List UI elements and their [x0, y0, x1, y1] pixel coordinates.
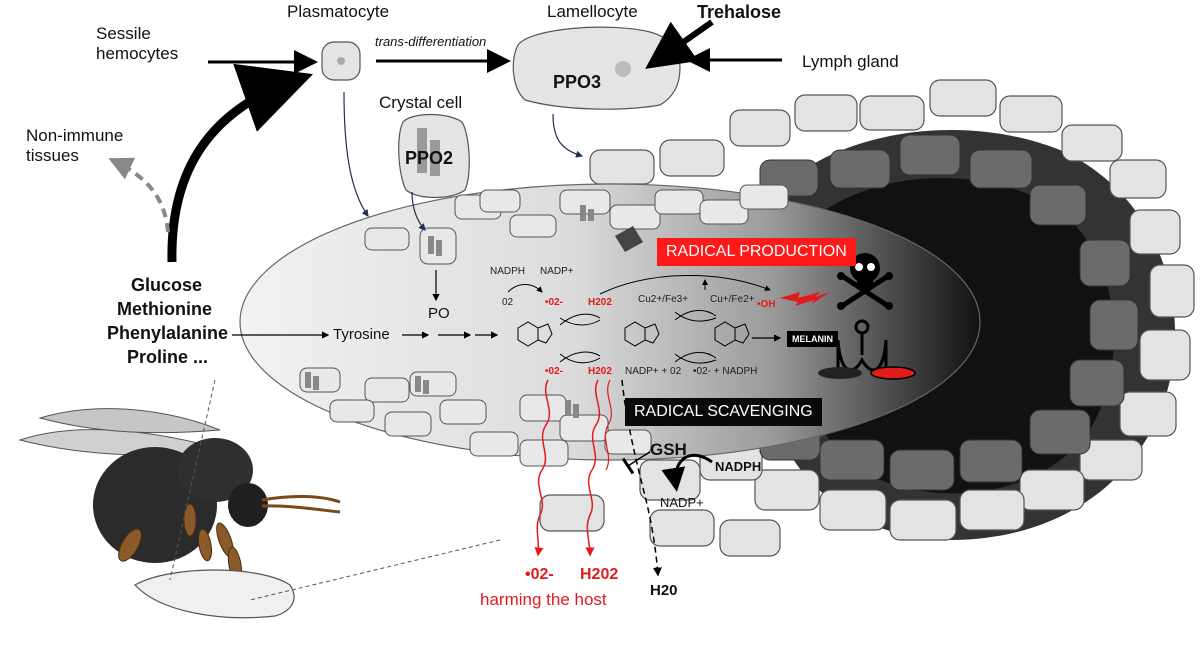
crystal-cell [398, 113, 470, 199]
cross-arrows-3 [559, 351, 601, 364]
label-ppo2: PPO2 [405, 148, 454, 168]
rx-nadp-top: NADP+ [540, 266, 574, 277]
label-h2o2-out: H202 [580, 566, 619, 583]
rx-superoxide-top: •02- [545, 297, 563, 308]
indole-structure-3 [714, 321, 750, 347]
label-nadp-plus: NADP+ [660, 495, 704, 510]
radical-scavenging-badge: RADICAL SCAVENGING [625, 398, 822, 426]
cross-arrows-1 [559, 313, 601, 326]
arrow-plasmatocyte-down [343, 91, 369, 217]
crystal-inclusions [305, 205, 643, 418]
label-gsh: GSH [650, 440, 687, 459]
scale-pan-right [870, 366, 916, 380]
zoom-line-1 [169, 379, 216, 581]
label-po: PO [428, 305, 450, 322]
label-lymph-gland: Lymph gland [802, 52, 899, 71]
label-nadph: NADPH [715, 459, 762, 474]
nutrient-phenylalanine: Phenylalanine [107, 323, 229, 343]
label-trehalose: Trehalose [697, 2, 782, 22]
nutrient-methionine: Methionine [117, 299, 212, 319]
label-superoxide-out: •02- [525, 566, 554, 583]
rx-h2o2-bottom: H202 [588, 366, 612, 377]
plasmatocyte-cell [321, 41, 361, 81]
label-trans-differentiation: trans-differentiation [375, 34, 487, 49]
cross-arrows-4 [674, 352, 717, 364]
rx-metals-left: Cu2+/Fe3+ [638, 294, 689, 305]
wasp-illustration [18, 408, 341, 584]
label-sessile-hemocytes: Sessile hemocytes [96, 24, 179, 63]
rx-superoxide-nadph: •02- + NADPH [693, 366, 758, 377]
label-h2o: H20 [650, 582, 678, 599]
nutrient-glucose: Glucose [131, 275, 203, 295]
arc-nadph [507, 284, 543, 293]
label-tyrosine: Tyrosine [333, 326, 390, 343]
label-plasmatocyte: Plasmatocyte [287, 2, 390, 21]
arc-hydroxyl [599, 275, 771, 295]
nadph-cycle-arrow [661, 453, 713, 492]
label-harming-host: harming the host [480, 590, 607, 609]
zoom-line-2 [249, 539, 501, 601]
arrow-non-immune [108, 157, 170, 233]
label-non-immune-tissues: Non-immune tissues [26, 126, 124, 165]
arrow-crystal-down [411, 191, 426, 231]
indole-structure-2 [624, 321, 660, 347]
red-wave-superoxide [534, 379, 551, 557]
hemocyte-layer-outer [539, 79, 1195, 557]
arrow-nutrients-to-plasmatocyte [167, 63, 313, 263]
rx-nadp-o2: NADP+ + 02 [625, 366, 682, 377]
rx-h2o2-top: H202 [588, 297, 612, 308]
arrow-trehalose [645, 19, 714, 69]
cross-arrows-2 [674, 310, 717, 322]
melanin-badge: MELANIN [787, 331, 838, 347]
radical-production-badge: RADICAL PRODUCTION [657, 238, 856, 266]
nutrient-proline: Proline ... [127, 347, 209, 367]
larva-illustration [134, 569, 295, 619]
lightning-icon [780, 292, 830, 306]
rx-superoxide-bottom: •02- [545, 366, 563, 377]
indole-structure-1 [517, 321, 553, 347]
lamellocyte-cell [512, 26, 681, 110]
rx-nadph-top: NADPH [490, 266, 526, 277]
label-lamellocyte: Lamellocyte [547, 2, 638, 21]
skull-crossbones-icon [837, 253, 893, 310]
red-wave-h2o2-2 [604, 379, 613, 471]
rx-metals-right: Cu+/Fe2+ [710, 294, 755, 305]
rx-hydroxyl: •OH [757, 299, 776, 310]
red-wave-h2o2 [585, 379, 601, 557]
gsh-inhibit [621, 451, 651, 475]
rx-o2: 02 [502, 297, 514, 308]
label-crystal-cell: Crystal cell [379, 93, 463, 112]
arrow-lamellocyte-down [552, 113, 584, 158]
scale-pan-left [818, 367, 862, 379]
balance-scale-icon [836, 319, 888, 372]
label-ppo3: PPO3 [553, 72, 602, 92]
